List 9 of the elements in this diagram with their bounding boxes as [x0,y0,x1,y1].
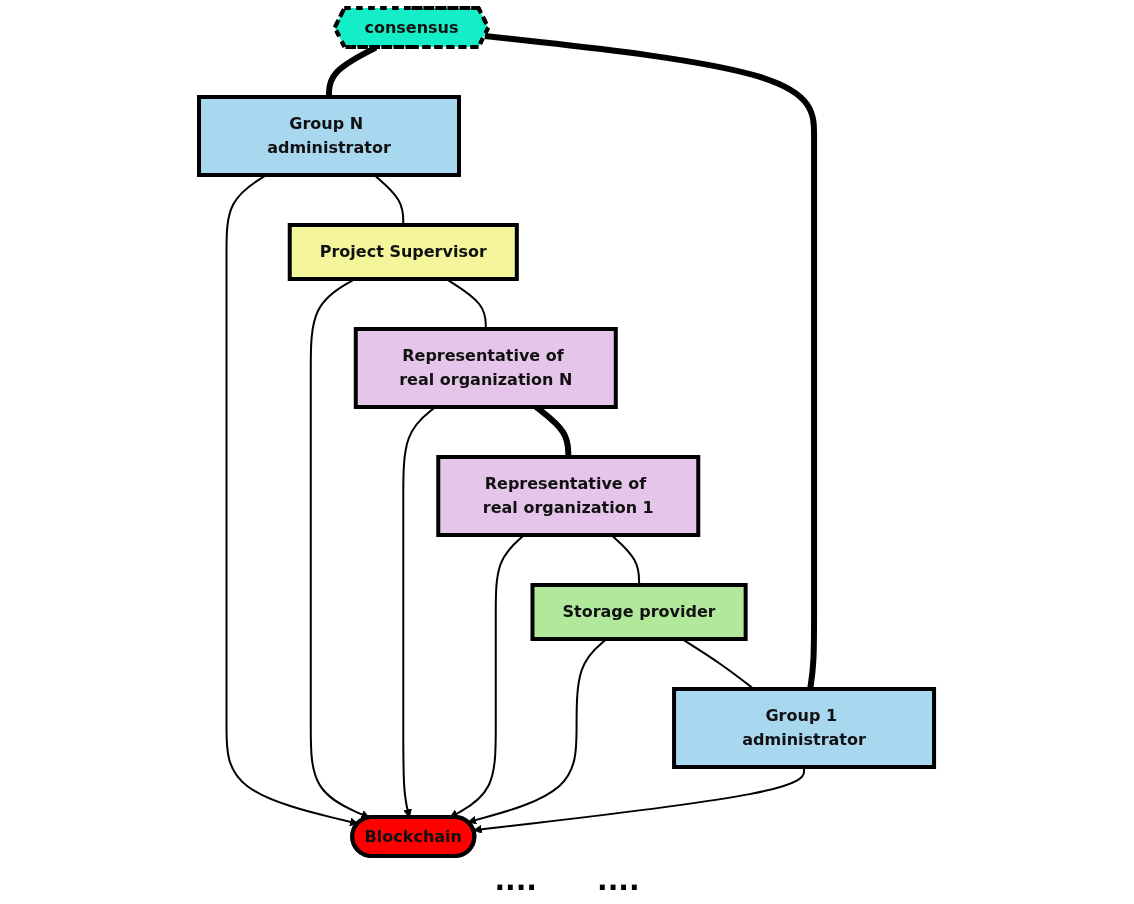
connector [484,33,818,690]
node-box: Group 1 administrator [672,687,937,769]
node-box: Project Supervisor [288,223,520,281]
ellipsis-text: .... [494,864,537,899]
node-box: Storage provider [530,583,749,641]
node-box: Representative of real organization N [354,327,619,409]
ellipsis-text: .... [597,864,640,899]
node-box: Group N administrator [197,95,462,177]
node-box: Representative of real organization 1 [436,455,701,537]
